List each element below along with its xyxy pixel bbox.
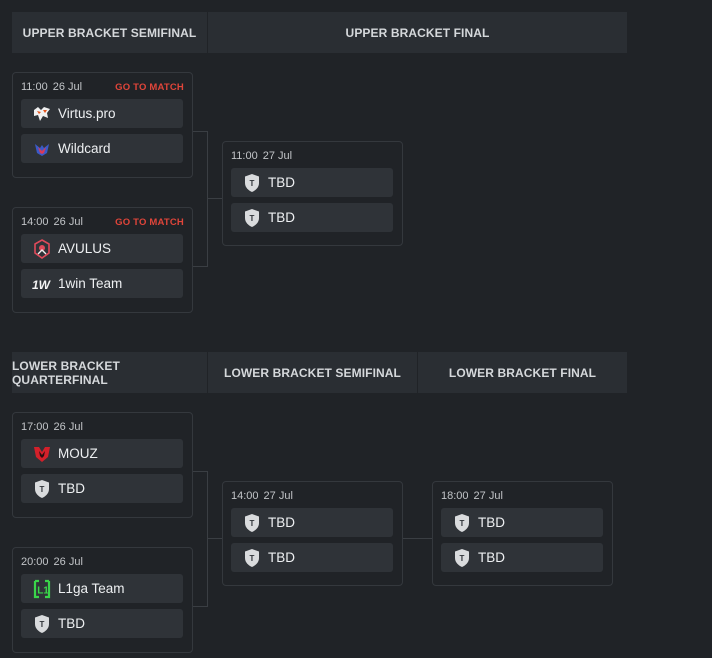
header-upper-final: UPPER BRACKET FINAL: [208, 12, 627, 53]
svg-text:T: T: [40, 485, 45, 494]
team-name: Virtus.pro: [58, 106, 116, 121]
team-name: L1ga Team: [58, 581, 125, 596]
team-slot[interactable]: T TBD: [441, 543, 603, 572]
header-lower-quarterfinal: LOWER BRACKET QUARTERFINAL: [12, 352, 207, 393]
match-time: 17:00: [21, 421, 49, 433]
team-name: Wildcard: [58, 141, 111, 156]
match-header: 11:00 26 Jul GO TO MATCH: [21, 80, 184, 94]
team-name: TBD: [478, 550, 505, 565]
go-to-match-link[interactable]: GO TO MATCH: [115, 216, 184, 228]
virtuspro-bear-icon: [32, 104, 52, 124]
match-header: 17:00 26 Jul: [21, 420, 184, 434]
team-slot[interactable]: T TBD: [231, 543, 393, 572]
match-time: 20:00: [21, 556, 49, 568]
match-time: 14:00: [21, 216, 49, 228]
match-header: 20:00 26 Jul: [21, 555, 184, 569]
match-date: 26 Jul: [52, 81, 83, 93]
header-upper-semifinal: UPPER BRACKET SEMIFINAL: [12, 12, 207, 53]
team-name: TBD: [268, 210, 295, 225]
team-slot[interactable]: Virtus.pro: [21, 99, 183, 128]
team-name: TBD: [268, 515, 295, 530]
team-slot[interactable]: 1W 1win Team: [21, 269, 183, 298]
svg-text:T: T: [40, 620, 45, 629]
svg-text:T: T: [250, 214, 255, 223]
team-name: TBD: [268, 175, 295, 190]
match-time: 11:00: [231, 150, 258, 162]
connector: [193, 266, 208, 267]
match-date: 27 Jul: [473, 490, 503, 502]
match-header: 11:00 27 Jul: [231, 149, 394, 163]
connector: [207, 538, 223, 539]
connector: [193, 471, 208, 472]
match-time: 14:00: [231, 490, 259, 502]
match-date: 27 Jul: [263, 490, 293, 502]
svg-text:L1: L1: [37, 585, 49, 596]
l1ga-icon: L1: [32, 579, 52, 599]
team-name: MOUZ: [58, 446, 98, 461]
tbd-shield-icon: T: [242, 173, 262, 193]
team-slot[interactable]: T TBD: [231, 168, 393, 197]
team-slot[interactable]: T TBD: [21, 474, 183, 503]
match-date: 26 Jul: [53, 216, 83, 228]
header-lower-final: LOWER BRACKET FINAL: [418, 352, 627, 393]
team-slot[interactable]: T TBD: [231, 203, 393, 232]
team-name: AVULUS: [58, 241, 112, 256]
connector: [207, 131, 208, 267]
connector: [193, 131, 208, 132]
svg-text:T: T: [250, 554, 255, 563]
team-slot[interactable]: T TBD: [21, 609, 183, 638]
team-slot[interactable]: MOUZ: [21, 439, 183, 468]
1win-icon: 1W: [32, 274, 52, 294]
tbd-shield-icon: T: [242, 208, 262, 228]
tbd-shield-icon: T: [452, 513, 472, 533]
tbd-shield-icon: T: [32, 479, 52, 499]
match-time: 18:00: [441, 490, 469, 502]
connector: [193, 606, 208, 607]
match-date: 26 Jul: [53, 421, 83, 433]
team-slot[interactable]: T TBD: [441, 508, 603, 537]
svg-text:1W: 1W: [32, 278, 52, 292]
match-header: 18:00 27 Jul: [441, 489, 604, 503]
team-slot[interactable]: Wildcard: [21, 134, 183, 163]
team-slot[interactable]: AVULUS: [21, 234, 183, 263]
match-header: 14:00 27 Jul: [231, 489, 394, 503]
header-lower-semifinal: LOWER BRACKET SEMIFINAL: [208, 352, 417, 393]
connector: [207, 471, 208, 607]
team-name: TBD: [58, 481, 85, 496]
connector: [403, 538, 433, 539]
tbd-shield-icon: T: [242, 513, 262, 533]
svg-text:T: T: [250, 179, 255, 188]
team-name: TBD: [58, 616, 85, 631]
svg-text:T: T: [250, 519, 255, 528]
team-name: 1win Team: [58, 276, 123, 291]
match-card: 14:00 26 Jul GO TO MATCH AVULUS 1W 1win Team: [12, 207, 193, 313]
wildcard-icon: [32, 139, 52, 159]
team-slot[interactable]: L1 L1ga Team: [21, 574, 183, 603]
tbd-shield-icon: T: [242, 548, 262, 568]
match-date: 27 Jul: [262, 150, 293, 162]
tbd-shield-icon: T: [32, 614, 52, 634]
team-slot[interactable]: T TBD: [231, 508, 393, 537]
team-name: TBD: [478, 515, 505, 530]
svg-text:T: T: [460, 519, 465, 528]
go-to-match-link[interactable]: GO TO MATCH: [115, 81, 184, 93]
svg-text:T: T: [460, 554, 465, 563]
avulus-icon: [32, 238, 52, 259]
match-time: 11:00: [21, 81, 48, 93]
match-date: 26 Jul: [53, 556, 83, 568]
connector: [207, 198, 223, 199]
team-name: TBD: [268, 550, 295, 565]
tbd-shield-icon: T: [452, 548, 472, 568]
match-header: 14:00 26 Jul GO TO MATCH: [21, 215, 184, 229]
mouz-icon: [32, 444, 52, 464]
